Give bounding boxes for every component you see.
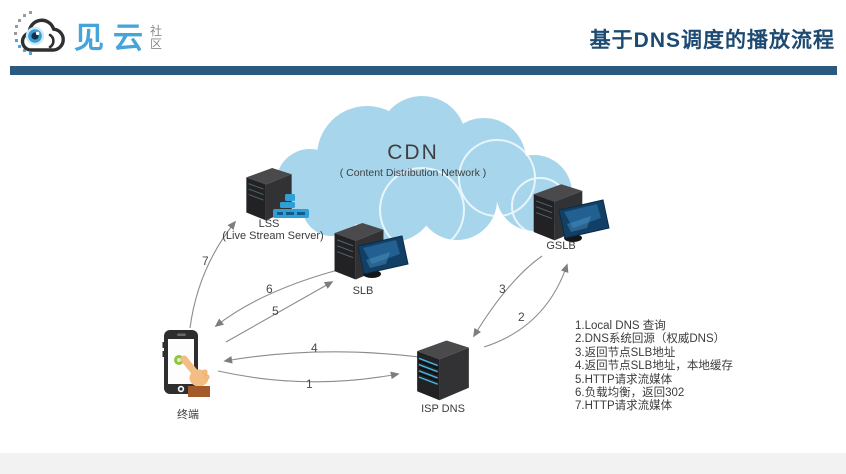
- arrow-label-6: 6: [266, 282, 273, 296]
- arrow-label-7: 7: [202, 254, 209, 268]
- lss-server-icon: [246, 168, 292, 221]
- title-divider-bar: [10, 66, 837, 75]
- arrow-label-2: 2: [518, 310, 525, 324]
- cdn-sublabel: ( Content Distribution Network ): [339, 167, 487, 179]
- brand-logo: 见云 社 区: [12, 8, 162, 62]
- step-item-3: 3.返回节点SLB地址: [575, 346, 676, 359]
- step-item-1: 1.Local DNS 查询: [575, 320, 666, 332]
- slb-monitor-icon: [357, 235, 409, 278]
- arrow-label-5: 5: [272, 304, 279, 318]
- arrow-5-terminal-to-slb: [225, 281, 334, 343]
- arrow-label-4: 4: [311, 341, 318, 355]
- step-item-4: 4.返回节点SLB地址，本地缓存: [575, 360, 733, 373]
- arrow-3-gslb-to-ispdns: [473, 255, 543, 338]
- bottom-strip: [0, 453, 846, 474]
- steps-list: 1.Local DNS 查询 2.DNS系统回源（权威DNS） 3.返回节点SL…: [575, 320, 733, 414]
- arrow-4-ispdns-to-terminal: [223, 351, 420, 364]
- gslb-label: GSLB: [546, 240, 576, 252]
- arrow-6-slb-to-terminal: [214, 266, 350, 328]
- terminal-label: 终端: [177, 409, 199, 421]
- stream-badge-icon: [273, 194, 309, 218]
- page-title: 基于DNS调度的播放流程: [589, 29, 835, 52]
- step-item-6: 6.负载均衡，返回302: [575, 387, 685, 400]
- isp-dns-server-icon: [417, 340, 469, 401]
- step-item-2: 2.DNS系统回源（权威DNS）: [575, 333, 726, 346]
- slb-label: SLB: [352, 285, 374, 297]
- gslb-monitor-icon: [558, 199, 610, 242]
- lss-label: LSS: [258, 218, 280, 230]
- isp-dns-label: ISP DNS: [421, 403, 465, 415]
- arrow-2-ispdns-to-gslb: [483, 263, 569, 348]
- cloud-eye-logo-icon: [14, 11, 65, 55]
- step-item-7: 7.HTTP请求流媒体: [575, 400, 673, 413]
- cdn-label: CDN: [387, 141, 439, 164]
- lss-sublabel: (Live Stream Server): [222, 230, 324, 242]
- arrow-label-1: 1: [306, 377, 313, 391]
- terminal-phone-icon: [162, 330, 210, 397]
- brand-subtitle: 社 区: [150, 24, 163, 51]
- brand-name: 见云: [74, 22, 152, 55]
- step-item-5: 5.HTTP请求流媒体: [575, 373, 673, 386]
- arrow-label-3: 3: [499, 282, 506, 296]
